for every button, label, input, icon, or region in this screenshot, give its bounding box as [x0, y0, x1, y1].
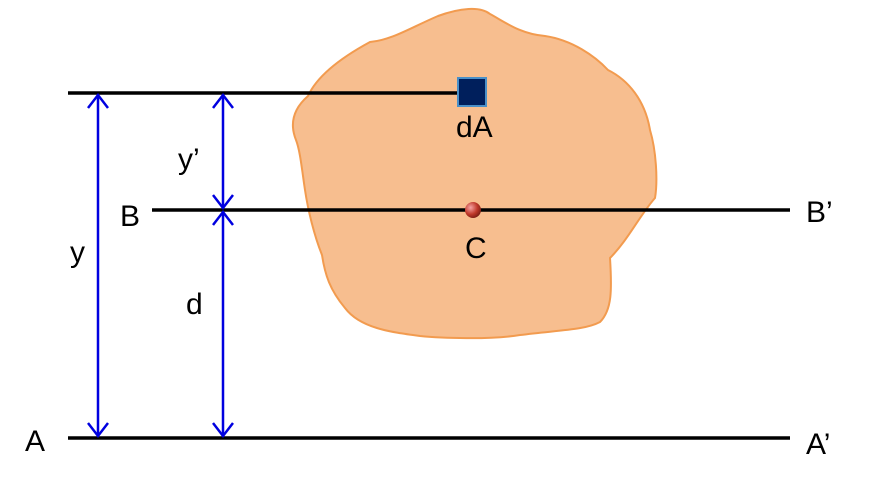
distance-y-prime-label: y’ — [178, 143, 200, 176]
element-dA-square — [457, 77, 487, 107]
axis-separation-d-label: d — [186, 288, 203, 321]
dimension-arrow-y-prime — [212, 92, 234, 211]
distance-y-label: y — [70, 236, 85, 269]
centroidal-axis-label-left: B — [120, 200, 141, 233]
centroidal-axis-label-right: B’ — [806, 196, 833, 229]
centroid-label: C — [465, 232, 487, 265]
dimension-arrow-y — [87, 92, 109, 439]
reference-axis-label-left: A — [25, 425, 46, 458]
cross-section-area — [291, 8, 658, 340]
centroid-point — [465, 202, 481, 218]
reference-axis-label-right: A’ — [806, 428, 831, 461]
element-label: dA — [456, 111, 493, 144]
dimension-arrow-d — [212, 209, 234, 439]
